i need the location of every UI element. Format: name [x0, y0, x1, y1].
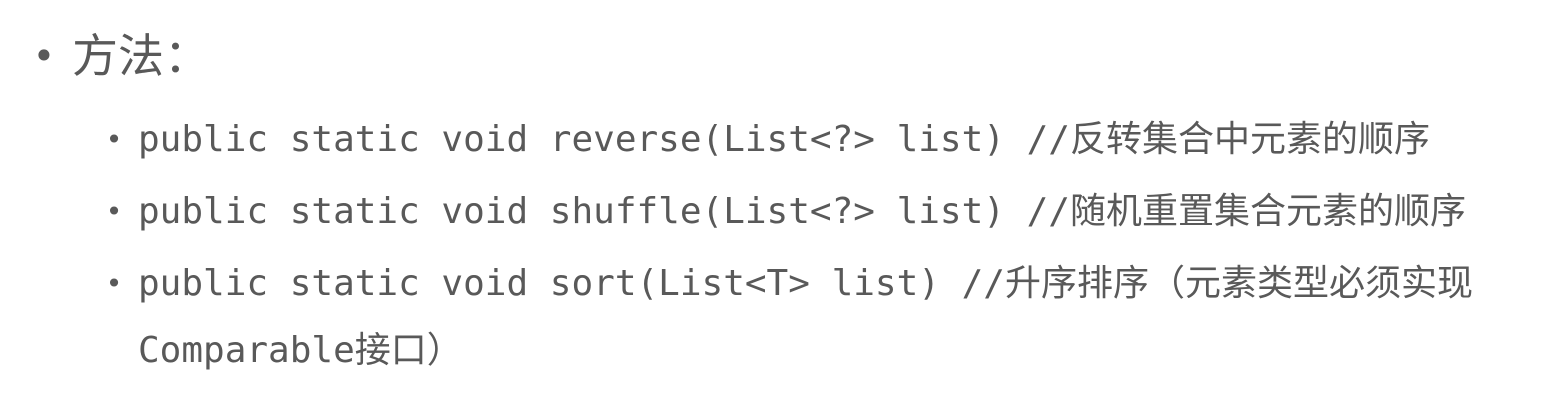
- bullet-icon: •: [105, 123, 123, 156]
- list-item-text: public static void sort(List<T> list) //…: [138, 250, 1473, 384]
- list-item-text-line1: public static void sort(List<T> list) //…: [138, 263, 1473, 304]
- bullet-icon: •: [105, 267, 123, 300]
- title-label: 方法：: [72, 29, 210, 83]
- list-item-text: public static void shuffle(List<?> list)…: [138, 191, 1466, 232]
- method-list: • public static void reverse(List<?> lis…: [0, 106, 1547, 384]
- list-item-text: public static void reverse(List<?> list)…: [138, 119, 1430, 160]
- bullet-icon: •: [32, 34, 56, 78]
- bullet-icon: •: [105, 195, 123, 228]
- list-item: • public static void reverse(List<?> lis…: [104, 106, 1547, 173]
- bullet-list-title: • 方法：: [0, 26, 1547, 86]
- list-item-text-line2: Comparable接口）: [138, 330, 463, 371]
- list-item: • public static void shuffle(List<?> lis…: [104, 178, 1547, 245]
- list-item: • public static void sort(List<T> list) …: [104, 250, 1547, 384]
